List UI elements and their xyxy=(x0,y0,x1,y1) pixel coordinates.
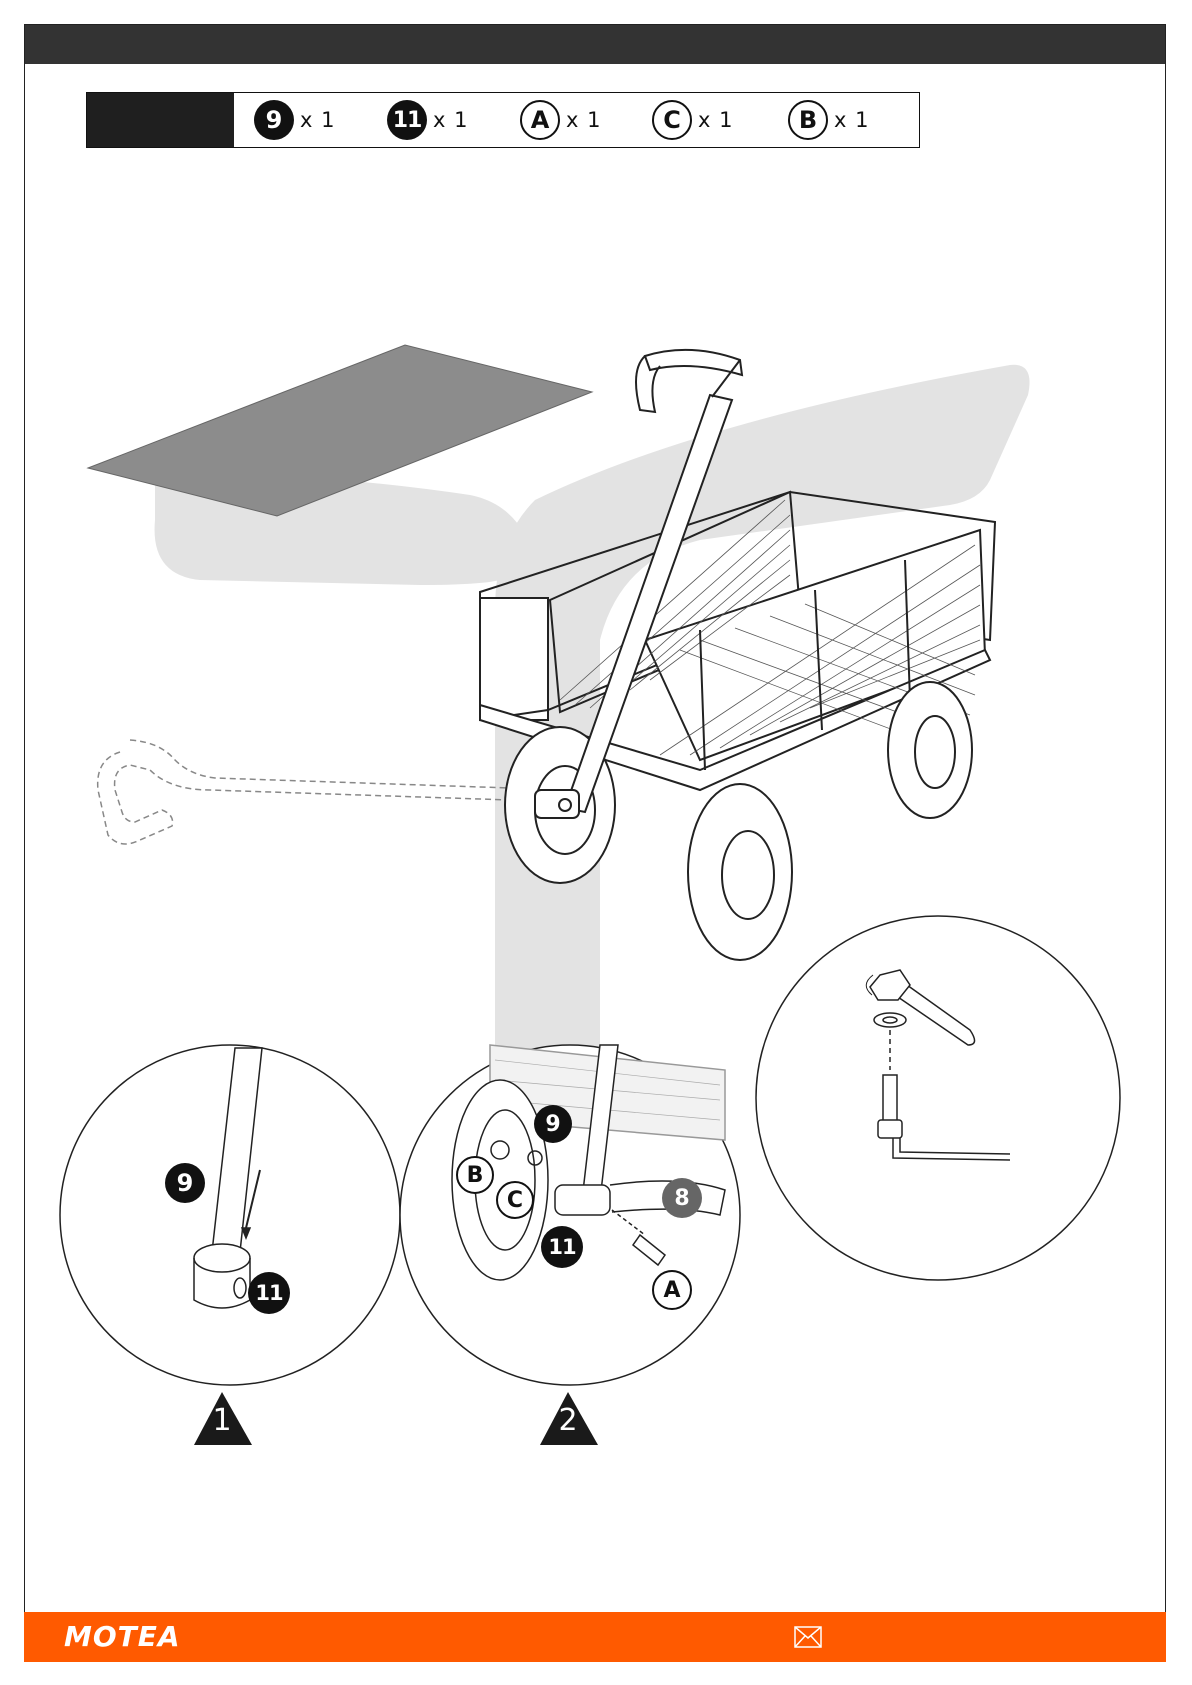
detail-circle-3 xyxy=(756,916,1120,1280)
detail1-label-11: 11 xyxy=(248,1272,290,1314)
footer-bar: MOTEA xyxy=(24,1612,1166,1662)
handle-ghost xyxy=(98,740,510,844)
detail2-label-C: C xyxy=(496,1181,534,1219)
step-number-1: 1 xyxy=(192,1403,252,1438)
step-number-2: 2 xyxy=(538,1403,598,1438)
mail-icon[interactable] xyxy=(794,1626,822,1652)
detail2-label-11: 11 xyxy=(541,1226,583,1268)
detail2-label-8: 8 xyxy=(662,1178,702,1218)
detail2-label-B: B xyxy=(456,1156,494,1194)
detail-circle-1 xyxy=(60,1045,400,1385)
detail2-label-9: 9 xyxy=(534,1105,572,1143)
detail2-label-A: A xyxy=(652,1270,692,1310)
detail1-label-9: 9 xyxy=(165,1163,205,1203)
brand-logo: MOTEA xyxy=(64,1620,181,1653)
